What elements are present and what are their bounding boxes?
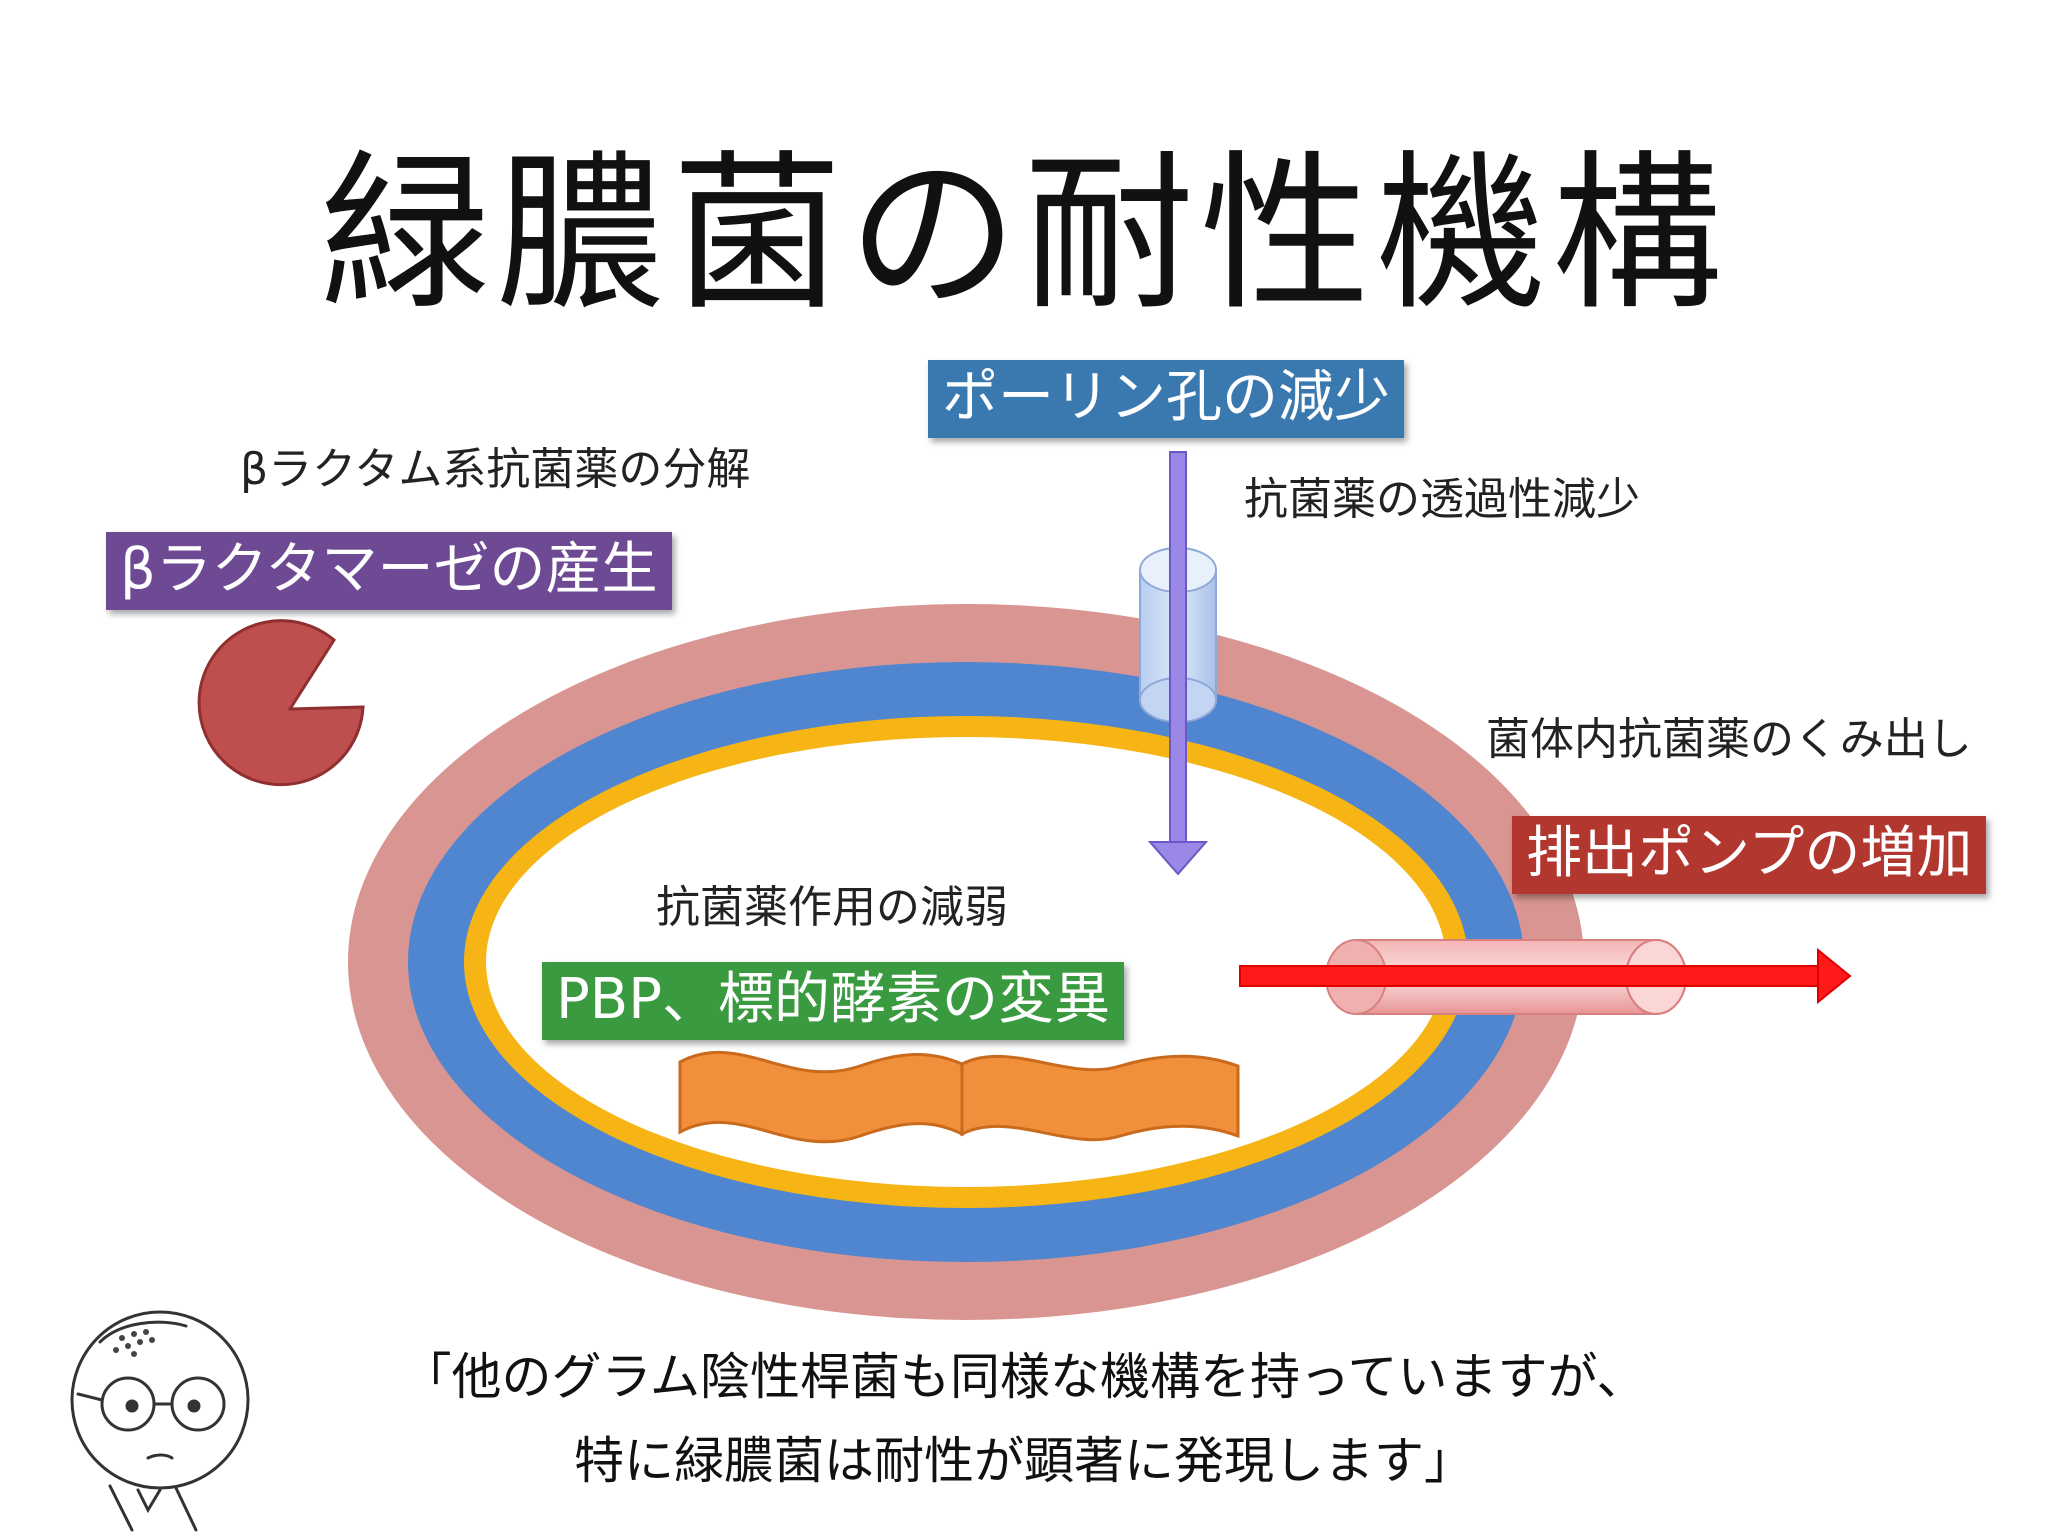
quote-line-2: 特に緑膿菌は耐性が顕著に発現します」 [574, 1432, 1474, 1490]
porin-label: ポーリン孔の減少 [928, 360, 1404, 438]
porin-arrow-icon [1147, 451, 1209, 876]
betalactam-decomposition-description: βラクタム系抗菌薬の分解 [240, 444, 751, 495]
efflux-arrow-icon [1239, 947, 1852, 1005]
efflux-label: 排出ポンプの増加 [1512, 816, 1987, 894]
pump-out-description: 菌体内抗菌薬のくみ出し [1486, 714, 1972, 765]
weakened-action-description: 抗菌薬作用の減弱 [656, 882, 1008, 933]
permeability-description: 抗菌薬の透過性減少 [1244, 474, 1640, 525]
pbp-label: PBP、標的酵素の変異 [542, 962, 1124, 1040]
betalactamase-label: βラクタマーゼの産生 [106, 532, 672, 610]
quote-line-1: 「他のグラム陰性桿菌も同様な機構を持っていますが、 [401, 1348, 1647, 1406]
pbp-strand-icon [678, 1050, 1240, 1144]
pacman-enzyme-icon [197, 619, 365, 787]
bespectacled-character-icon [70, 1310, 250, 1532]
page-title: 緑膿菌の耐性機構 [319, 136, 1728, 334]
